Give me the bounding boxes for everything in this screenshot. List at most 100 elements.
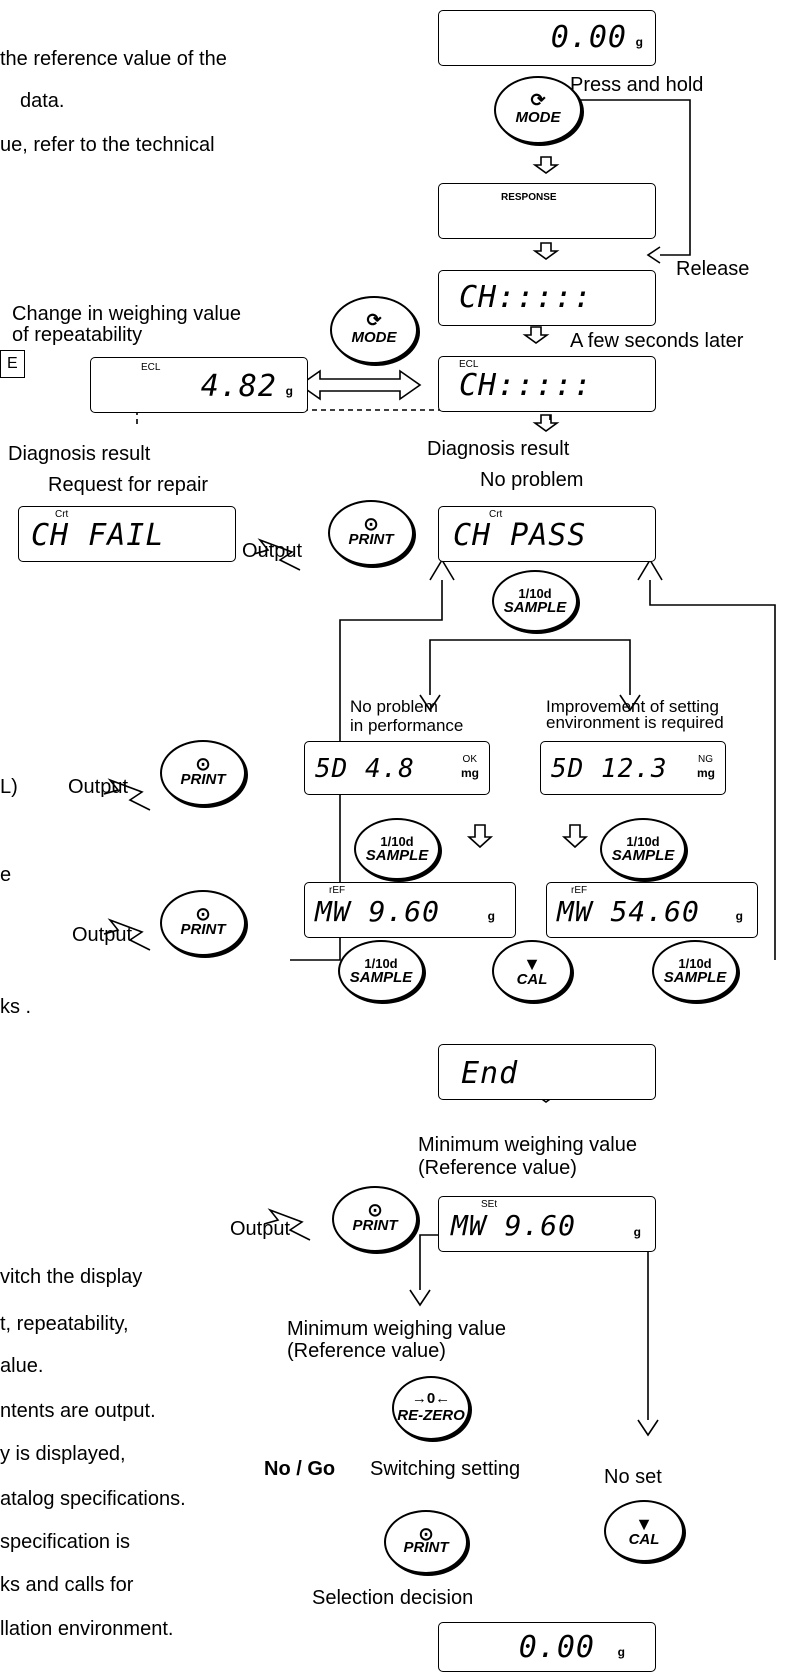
- display-fail-small: Crt: [55, 509, 69, 520]
- display-ecl-value: 4.82: [200, 369, 277, 404]
- sample-key-label: SAMPLE: [349, 969, 413, 986]
- fragment-l: L): [0, 776, 18, 798]
- display-ch-1-value: CH:::::: [459, 280, 593, 315]
- sample-key-label: SAMPLE: [503, 599, 567, 616]
- rezero-key[interactable]: →0← RE-ZERO: [392, 1376, 470, 1440]
- print-icon: ⊙: [195, 904, 211, 924]
- display-bottom-value: 0.00: [518, 1630, 595, 1665]
- print-key-2[interactable]: ⊙ PRINT: [160, 740, 246, 806]
- bottom-line-1: vitch the display: [0, 1266, 143, 1288]
- bottom-line-4: ntents are output.: [0, 1400, 156, 1422]
- output-label-2: Output: [68, 776, 129, 798]
- display-ecl: ECL 4.82 g: [90, 357, 308, 413]
- sample-key-top[interactable]: 1/10d SAMPLE: [492, 570, 578, 632]
- display-pass: Crt CH PASS: [438, 506, 656, 562]
- mode-key-label: MODE: [351, 329, 397, 346]
- display-mw-1: rEF MW 9.60 g: [304, 882, 516, 938]
- request-repair-label: Request for repair: [48, 474, 209, 496]
- fragment-e: e: [0, 864, 12, 886]
- sample-key-bottom-left[interactable]: 1/10d SAMPLE: [338, 940, 424, 1002]
- display-fail: Crt CH FAIL: [18, 506, 236, 562]
- sample-key-bottom-left-text: 1/10d: [364, 956, 398, 971]
- display-sd-ng: 5D 12.3 NG mg: [540, 741, 726, 795]
- improvement-2: environment is required: [546, 713, 724, 732]
- print-icon: ⊙: [195, 754, 211, 774]
- sample-key-left[interactable]: 1/10d SAMPLE: [354, 818, 440, 880]
- sample-key-right-text: 1/10d: [626, 834, 660, 849]
- rotate-icon: ⟳: [530, 90, 546, 110]
- cal-key-label: CAL: [516, 971, 548, 988]
- display-mw-2-small: rEF: [571, 885, 588, 896]
- output-label-4: Output: [230, 1218, 291, 1240]
- intro-line-1: the reference value of the: [0, 48, 227, 70]
- no-set-label: No set: [604, 1466, 662, 1488]
- triangle-down-icon: ▼: [523, 954, 541, 974]
- ref-value-label-1: (Reference value): [418, 1157, 577, 1179]
- display-sd-ng-small: NG: [698, 754, 713, 765]
- display-sd-ok-small: OK: [462, 754, 477, 765]
- cal-key-label: CAL: [628, 1531, 660, 1548]
- print-key-1[interactable]: ⊙ PRINT: [328, 500, 414, 566]
- display-fail-value: CH FAIL: [31, 518, 165, 553]
- rotate-icon: ⟳: [366, 310, 382, 330]
- sample-key-right[interactable]: 1/10d SAMPLE: [600, 818, 686, 880]
- display-mw-1-small: rEF: [329, 885, 346, 896]
- display-sd-ok-unit: mg: [461, 766, 479, 780]
- no-problem-perf-1: No problem: [350, 697, 438, 716]
- mode-key-top[interactable]: ⟳ MODE: [494, 76, 582, 144]
- display-mw-set-small: SEt: [481, 1199, 498, 1210]
- print-key-4[interactable]: ⊙ PRINT: [332, 1186, 418, 1252]
- display-mw-1-value: MW 9.60: [315, 895, 441, 928]
- repeatability-label: of repeatability: [12, 324, 143, 346]
- sample-key-label: SAMPLE: [611, 847, 675, 864]
- print-icon: ⊙: [363, 514, 379, 534]
- bottom-line-9: llation environment.: [0, 1618, 174, 1640]
- rezero-key-label: RE-ZERO: [397, 1407, 465, 1424]
- release-label: Release: [676, 258, 750, 280]
- selection-decision-label: Selection decision: [312, 1587, 474, 1609]
- display-bottom-unit: g: [617, 1645, 625, 1659]
- display-response: RESPONSE: [438, 183, 656, 239]
- press-hold-label: Press and hold: [570, 74, 704, 96]
- print-key-3[interactable]: ⊙ PRINT: [160, 890, 246, 956]
- cal-key-bottom[interactable]: ▼ CAL: [604, 1500, 684, 1562]
- sample-key-bottom-right[interactable]: 1/10d SAMPLE: [652, 940, 738, 1002]
- sample-key-top-text: 1/10d: [518, 586, 552, 601]
- display-mw-2-value: MW 54.60: [557, 895, 700, 928]
- display-ch-2-small: ECL: [459, 359, 479, 370]
- sample-key-label: SAMPLE: [365, 847, 429, 864]
- triangle-down-icon: ▼: [635, 1514, 653, 1534]
- bottom-line-2: t, repeatability,: [0, 1313, 129, 1335]
- print-key-label: PRINT: [180, 771, 226, 788]
- fragment-ks: ks .: [0, 996, 32, 1018]
- bottom-line-6: atalog specifications.: [0, 1488, 186, 1510]
- display-top-value: 0.00: [550, 20, 627, 55]
- print-key-label: PRINT: [352, 1217, 398, 1234]
- display-top: 0.00 g: [438, 10, 656, 66]
- display-mw-2: rEF MW 54.60 g: [546, 882, 758, 938]
- intro-line-2: data.: [20, 90, 65, 112]
- display-mw-set: SEt MW 9.60 g: [438, 1196, 656, 1252]
- output-label-1: Output: [242, 540, 303, 562]
- bottom-line-3: alue.: [0, 1355, 44, 1377]
- display-ch-2-value: CH:::::: [459, 368, 593, 403]
- diag-right-label: Diagnosis result: [427, 438, 570, 460]
- switching-label: Switching setting: [370, 1458, 521, 1480]
- mode-key-side[interactable]: ⟳ MODE: [330, 296, 418, 364]
- cal-key[interactable]: ▼ CAL: [492, 940, 572, 1002]
- sample-key-label: SAMPLE: [663, 969, 727, 986]
- print-key-5[interactable]: ⊙ PRINT: [384, 1510, 468, 1574]
- intro-line-3: ue, refer to the technical: [0, 134, 215, 156]
- mode-key-label: MODE: [515, 109, 561, 126]
- ref-value-label-2: (Reference value): [287, 1340, 446, 1362]
- output-label-3: Output: [72, 924, 133, 946]
- display-mw-1-unit: g: [487, 909, 495, 923]
- few-seconds-label: A few seconds later: [570, 330, 744, 352]
- display-sd-ng-unit: mg: [697, 766, 715, 780]
- display-ch-1: CH:::::: [438, 270, 656, 326]
- bottom-line-8: ks and calls for: [0, 1574, 134, 1596]
- no-problem-perf-2: in performance: [350, 716, 464, 735]
- display-bottom: 0.00 g: [438, 1622, 656, 1672]
- sample-key-bottom-right-text: 1/10d: [678, 956, 712, 971]
- min-weighing-label-1: Minimum weighing value: [418, 1134, 637, 1156]
